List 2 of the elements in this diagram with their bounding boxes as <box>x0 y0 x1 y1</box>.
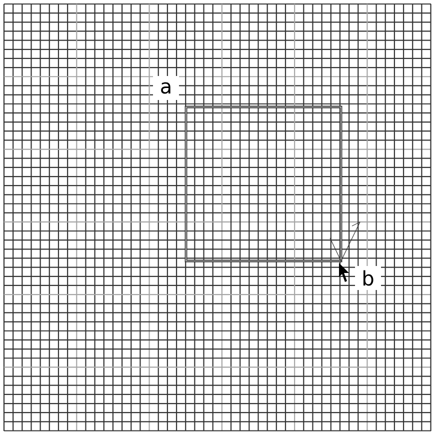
callout-letter: a <box>153 76 179 100</box>
callout-letter: b <box>355 266 381 290</box>
